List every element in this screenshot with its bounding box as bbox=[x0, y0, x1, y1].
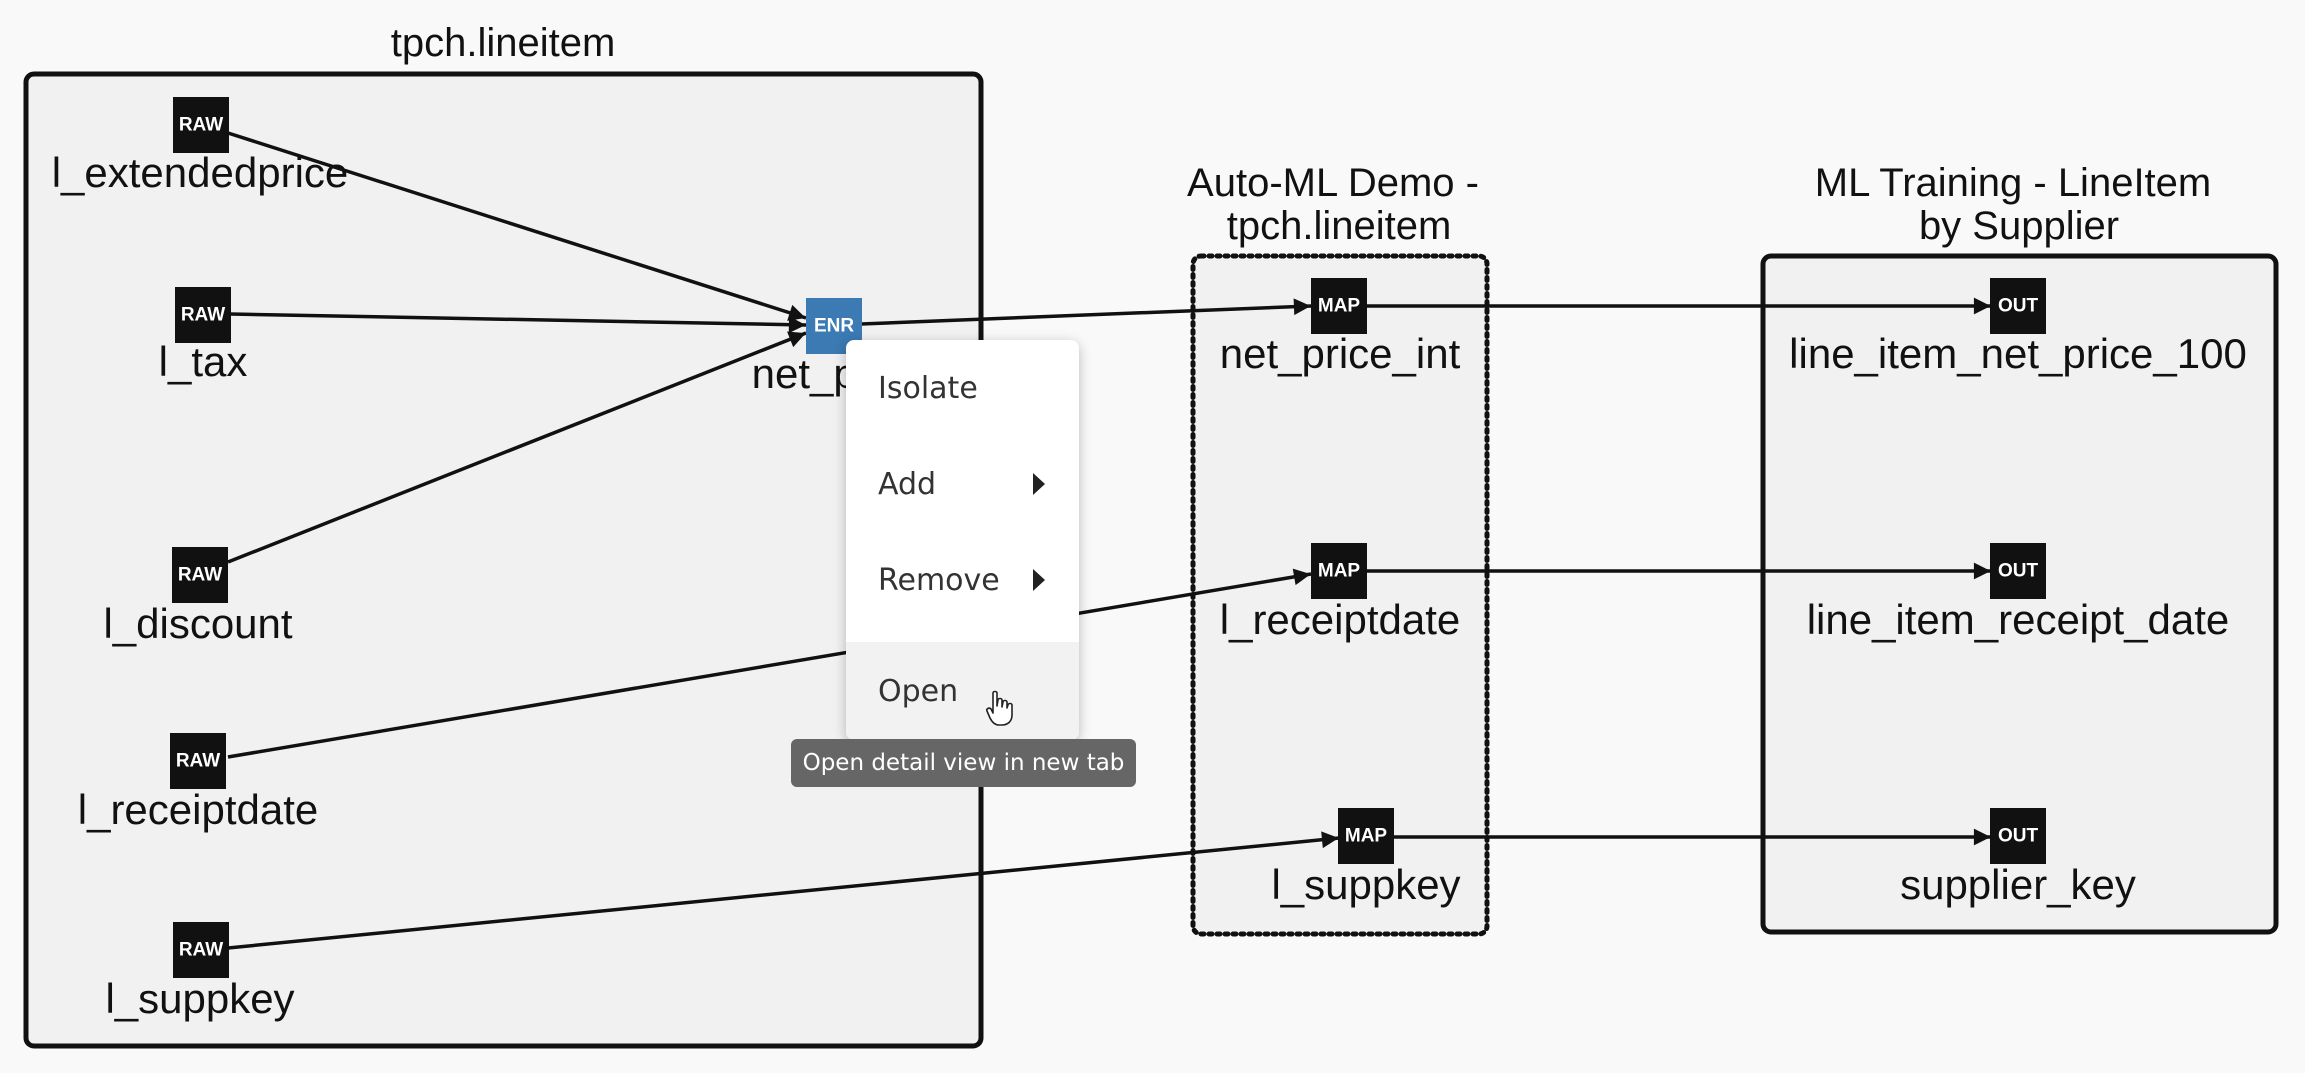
raw-badge-text: RAW bbox=[176, 751, 220, 772]
edge-netprice-mapnetprice bbox=[860, 298, 1312, 326]
group-title-automl-line1: Auto-ML Demo - bbox=[1187, 161, 1479, 205]
node-label: l_suppkey bbox=[105, 975, 294, 1022]
map-badge-text: MAP bbox=[1318, 561, 1361, 582]
node-label: line_item_receipt_date bbox=[1807, 596, 2230, 643]
menu-item-label: Add bbox=[878, 466, 937, 502]
node-raw-l-receiptdate[interactable]: RAW l_receiptdate bbox=[78, 733, 319, 833]
out-badge-text: OUT bbox=[1998, 561, 2039, 582]
node-label: net_price_int bbox=[1220, 330, 1461, 377]
menu-item-remove[interactable]: Remove bbox=[846, 532, 1079, 628]
menu-item-label: Isolate bbox=[878, 370, 978, 406]
tooltip-text: Open detail view in new tab bbox=[802, 750, 1125, 776]
out-badge-text: OUT bbox=[1998, 296, 2039, 317]
raw-badge-text: RAW bbox=[178, 565, 222, 586]
menu-item-label: Open bbox=[878, 673, 959, 709]
group-title-training-line1: ML Training - LineItem bbox=[1815, 161, 2211, 205]
menu-item-add[interactable]: Add bbox=[846, 436, 1079, 532]
group-title-automl-line2: tpch.lineitem bbox=[1227, 204, 1452, 248]
node-map-l-receiptdate[interactable]: MAP l_receiptdate bbox=[1220, 543, 1461, 643]
map-badge-text: MAP bbox=[1318, 296, 1361, 317]
context-menu: Isolate Add Remove Open bbox=[846, 340, 1079, 740]
node-raw-l-discount[interactable]: RAW l_discount bbox=[103, 547, 293, 647]
edges bbox=[227, 131, 1991, 950]
menu-item-label: Remove bbox=[878, 562, 1000, 598]
node-label: l_receiptdate bbox=[78, 786, 319, 833]
edge-extendedprice-netprice bbox=[227, 131, 807, 321]
node-label: l_suppkey bbox=[1271, 861, 1460, 908]
hand-cursor-icon bbox=[986, 690, 1013, 726]
raw-badge-text: RAW bbox=[179, 940, 223, 961]
node-label: l_tax bbox=[159, 338, 248, 385]
menu-item-isolate[interactable]: Isolate bbox=[846, 340, 1079, 436]
enr-badge-text: ENR bbox=[814, 316, 854, 337]
node-raw-l-tax[interactable]: RAW l_tax bbox=[159, 287, 248, 385]
node-out-line-item-net-price-100[interactable]: OUT line_item_net_price_100 bbox=[1789, 278, 2247, 377]
group-title-tpch-lineitem: tpch.lineitem bbox=[391, 21, 616, 65]
node-label: l_discount bbox=[103, 600, 292, 647]
out-badge-text: OUT bbox=[1998, 826, 2039, 847]
raw-badge-text: RAW bbox=[181, 305, 225, 326]
edge-tax-netprice bbox=[229, 312, 807, 334]
menu-item-open[interactable]: Open bbox=[846, 642, 1079, 740]
edge-discount-netprice bbox=[227, 331, 807, 564]
node-raw-l-suppkey[interactable]: RAW l_suppkey bbox=[105, 922, 295, 1022]
node-raw-l-extendedprice[interactable]: RAW l_extendedprice bbox=[52, 97, 349, 196]
submenu-arrow-icon bbox=[1033, 569, 1045, 591]
submenu-arrow-icon bbox=[1033, 473, 1045, 495]
node-label: supplier_key bbox=[1900, 861, 2136, 908]
map-badge-text: MAP bbox=[1345, 826, 1388, 847]
node-label: l_extendedprice bbox=[52, 149, 349, 196]
node-out-supplier-key[interactable]: OUT supplier_key bbox=[1900, 808, 2136, 908]
node-out-line-item-receipt-date[interactable]: OUT line_item_receipt_date bbox=[1807, 543, 2230, 643]
node-label: l_receiptdate bbox=[1220, 596, 1461, 643]
edge-receiptdate-mapreceipt bbox=[227, 568, 1312, 759]
node-label: line_item_net_price_100 bbox=[1789, 330, 2247, 377]
group-title-training-line2: by Supplier bbox=[1919, 204, 2119, 248]
tooltip: Open detail view in new tab bbox=[791, 739, 1136, 787]
node-map-net-price-int[interactable]: MAP net_price_int bbox=[1220, 278, 1461, 377]
edge-suppkey-mapsuppkey bbox=[227, 831, 1340, 950]
node-map-l-suppkey[interactable]: MAP l_suppkey bbox=[1271, 808, 1461, 908]
raw-badge-text: RAW bbox=[179, 115, 223, 136]
